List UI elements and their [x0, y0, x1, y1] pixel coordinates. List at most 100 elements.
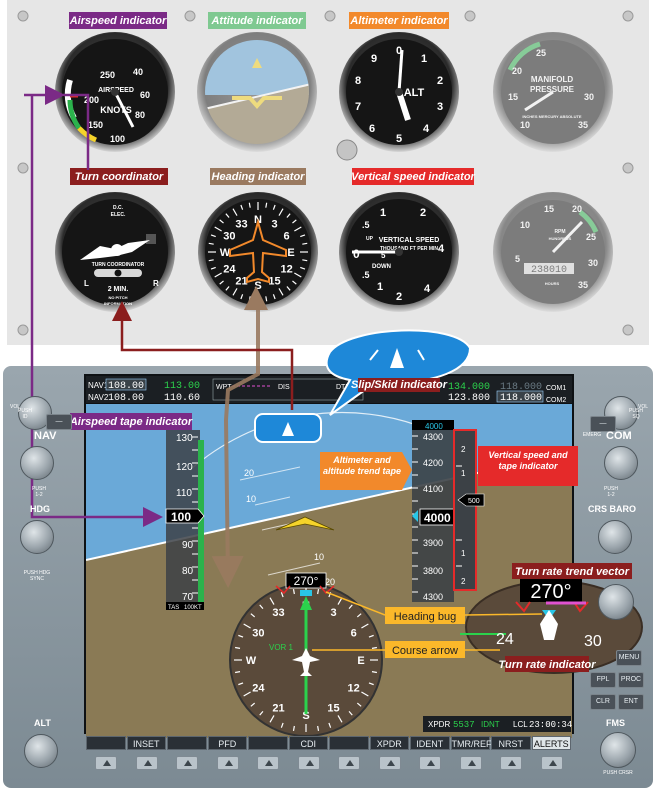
ent-button[interactable]: ENT	[618, 694, 644, 710]
hdg-knob[interactable]	[20, 520, 54, 554]
asi-tick: 150	[88, 120, 103, 130]
com2-label: COM2	[546, 397, 566, 404]
fpl-button[interactable]: FPL	[590, 672, 616, 688]
fms-range-knob[interactable]	[598, 584, 634, 620]
compass-tick	[210, 234, 216, 238]
softkey-arrow-button[interactable]	[176, 756, 198, 770]
manifold-text: MANIFOLD	[531, 75, 573, 84]
vsi-tab-label: Vertical speed indicator	[351, 171, 475, 183]
airspeed-tape-tab	[70, 413, 192, 430]
compass-tick	[294, 272, 302, 278]
compass-label: E	[357, 655, 364, 667]
nav1-label: NAV1	[88, 381, 109, 390]
attitude-indicator	[197, 12, 317, 152]
compass-tick	[248, 296, 251, 302]
alt-tick: 5	[396, 133, 402, 145]
compass-tick	[272, 294, 276, 300]
softkey-xpdr[interactable]: XPDR	[369, 736, 409, 750]
heading-bug-label: Heading bug	[394, 611, 456, 623]
compass-tick	[361, 691, 369, 697]
softkey-arrow-button[interactable]	[500, 756, 522, 770]
alt-tick: 1	[421, 53, 427, 65]
nav-knob[interactable]	[20, 446, 54, 480]
alt-tick: 6	[369, 123, 375, 135]
compass-tick	[300, 234, 306, 238]
softkey-ident[interactable]: IDENT	[410, 736, 450, 750]
softkey-nrst[interactable]: NRST	[491, 736, 531, 750]
softkey-alerts[interactable]: ALERTS	[531, 736, 571, 750]
softkey-blank-6[interactable]	[329, 736, 369, 750]
tach-hours: 238010	[531, 265, 567, 276]
softkey-arrow-button[interactable]	[135, 756, 158, 770]
softkey-tmr-ref[interactable]: TMR/REF	[450, 736, 492, 750]
compass-tick	[269, 715, 275, 723]
compass-tick	[243, 623, 251, 629]
vol-left-label: VOL	[9, 404, 20, 410]
softkey-inset[interactable]: INSET	[126, 736, 166, 750]
alt-knob[interactable]	[24, 734, 58, 768]
compass-tick	[238, 682, 244, 686]
nav1-active: 113.00	[164, 381, 200, 392]
asi-tick: 60	[140, 90, 150, 100]
softkey-blank-0[interactable]	[86, 736, 126, 750]
xpdr-mode: IDNT	[481, 720, 500, 729]
push-id-label: PUSH ID	[18, 408, 32, 420]
alt-tape-tick: 3800	[423, 566, 443, 576]
softkey-arrow-button[interactable]	[378, 756, 401, 770]
softkey-arrow-button[interactable]	[95, 756, 117, 770]
compass-tick	[259, 710, 264, 716]
tach-tick: 10	[520, 220, 530, 230]
menu-button[interactable]: MENU	[616, 650, 642, 666]
compass-tick	[361, 623, 369, 629]
com-label: COM	[606, 430, 632, 442]
vsi-tick: 0	[353, 247, 360, 261]
turn-text: 2 MIN.	[108, 286, 129, 293]
airspeed-tape-label: Airspeed tape indicator	[69, 416, 193, 428]
vsi-tick: .5	[362, 220, 370, 230]
crs-baro-knob[interactable]	[598, 520, 632, 554]
softkey-blank-2[interactable]	[167, 736, 207, 750]
com-freq-transfer-button[interactable]: —	[590, 416, 616, 432]
softkey-arrow-button[interactable]	[459, 756, 482, 770]
compass-tick	[250, 702, 256, 707]
softkey-arrow-button[interactable]	[419, 756, 441, 770]
clr-button[interactable]: CLR	[590, 694, 616, 710]
compass-label: 24	[223, 263, 236, 275]
proc-button[interactable]: PROC	[618, 672, 644, 688]
alt-tick: 9	[371, 53, 377, 65]
softkey-arrow-button[interactable]	[257, 756, 279, 770]
vsi-tick: 2	[396, 291, 402, 303]
compass-label: 3	[330, 607, 336, 619]
compass-tick	[368, 682, 374, 686]
compass-tick	[292, 588, 295, 595]
compass-label: 12	[280, 263, 292, 275]
nav2-label: NAV2	[88, 393, 109, 402]
softkey-arrow-button[interactable]	[338, 756, 360, 770]
softkey-cdi[interactable]: CDI	[288, 736, 328, 750]
softkey-arrow-button[interactable]	[297, 756, 320, 770]
compass-tick	[280, 722, 284, 728]
fms-knob[interactable]	[600, 732, 636, 768]
softkey-arrow-button[interactable]	[216, 756, 239, 770]
softkey-arrow-button[interactable]	[540, 756, 563, 770]
vol-right-label: VOL	[637, 404, 648, 410]
vsi-text: DOWN	[372, 264, 391, 270]
compass-label: 12	[348, 682, 360, 694]
softkey-pfd[interactable]: PFD	[207, 736, 247, 750]
manifold-tick: 35	[578, 120, 588, 130]
turn-rate-tick: 24	[496, 631, 514, 648]
compass-tick	[278, 208, 284, 216]
compass-tick	[208, 242, 214, 245]
compass-tick	[243, 691, 251, 697]
manifold-tick: 20	[512, 66, 522, 76]
nav-freq-transfer-button[interactable]: —	[46, 414, 72, 430]
compass-tick	[368, 634, 374, 638]
turn-rate-label: Turn rate indicator	[499, 659, 597, 671]
com-knob[interactable]	[604, 446, 638, 480]
softkey-blank-4[interactable]	[248, 736, 288, 750]
compass-tick	[234, 646, 241, 649]
compass-tick	[317, 725, 320, 732]
slip-skid-label: Slip/Skid indicator	[351, 379, 448, 391]
compass-tick	[371, 671, 378, 674]
crs-baro-label: CRS BARO	[588, 504, 637, 514]
